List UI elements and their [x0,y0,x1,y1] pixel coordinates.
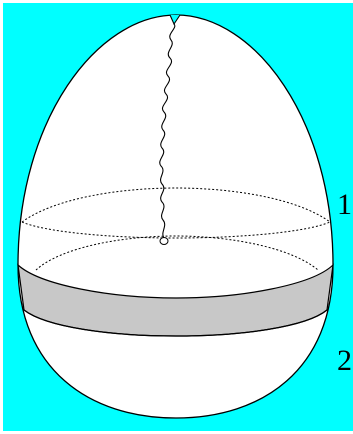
label-two: 2 [337,344,352,377]
end-loop [160,238,168,245]
label-one: 1 [337,188,352,221]
